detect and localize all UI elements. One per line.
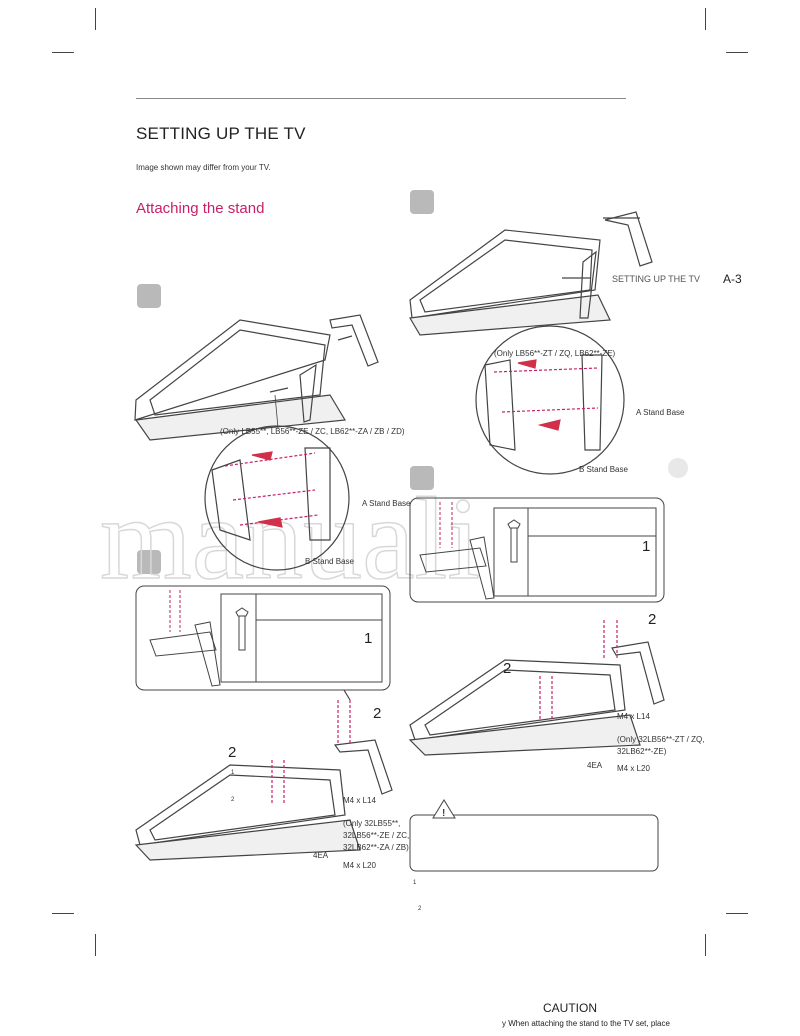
crop-mark — [52, 913, 74, 914]
left-note-line3: 32LB62**-ZA / ZB) — [343, 843, 409, 852]
crop-mark — [705, 934, 706, 956]
crop-mark — [52, 52, 74, 53]
left-note-line1: (Only 32LB55**, — [343, 819, 401, 828]
left-screw-2: M4 x L20 — [343, 861, 376, 870]
caution-title: CAUTION — [543, 1001, 597, 1015]
left-small-1: 1 — [231, 770, 235, 776]
step-badge — [410, 190, 434, 214]
tv-step1-illustration — [134, 314, 379, 441]
caution-box — [409, 799, 659, 872]
step1-leader — [274, 394, 279, 429]
tv-right-assembly — [408, 620, 665, 756]
tv-left-assembly — [134, 689, 393, 861]
step2-label-a: A Stand Base — [636, 408, 685, 417]
left-small-2: 2 — [231, 797, 235, 803]
right-qty: 4EA — [587, 761, 603, 770]
watermark-dot — [668, 458, 688, 478]
left-qty: 4EA — [313, 851, 329, 860]
right-step-num-1: 1 — [642, 538, 651, 555]
left-step-num-2b: 2 — [228, 744, 237, 761]
right-step-num-2a: 2 — [648, 611, 657, 628]
left-note-line2: 32LB56**-ZE / ZC, — [343, 831, 410, 840]
step2-label-b: B Stand Base — [579, 465, 628, 474]
step1-detail-circle — [204, 425, 350, 571]
left-step-num-1: 1 — [364, 630, 373, 647]
tv-step2-illustration — [409, 211, 653, 336]
header-rule — [136, 98, 626, 99]
left-step-num-2a: 2 — [373, 705, 382, 722]
side-header: SETTING UP THE TV — [612, 274, 701, 284]
step1-model-note: (Only LB55**, LB56**-ZE / ZC, LB62**-ZA … — [220, 427, 405, 436]
left-assembly-box — [135, 585, 391, 691]
caution-text: y When attaching the stand to the TV set… — [502, 1019, 670, 1028]
right-note-line1: (Only 32LB56**-ZT / ZQ, — [617, 735, 705, 744]
footer-mark-2: 2 — [418, 906, 422, 912]
crop-mark — [95, 934, 96, 956]
step-badge — [137, 284, 161, 308]
section-title: Attaching the stand — [136, 200, 265, 217]
left-screw-1: M4 x L14 — [343, 796, 376, 805]
right-screw-2: M4 x L20 — [617, 764, 650, 773]
step2-model-note: (Only LB56**-ZT / ZQ, LB62**-ZE) — [494, 349, 616, 358]
crop-mark — [726, 913, 748, 914]
right-screw-1: M4 x L14 — [617, 712, 650, 721]
step2-detail-circle — [475, 325, 625, 475]
crop-mark — [726, 52, 748, 53]
crop-mark — [95, 8, 96, 30]
footer-mark-1: 1 — [413, 880, 417, 886]
right-step-num-2b: 2 — [503, 660, 512, 677]
warning-icon: ! — [442, 808, 445, 819]
step1-label-b: B Stand Base — [305, 557, 354, 566]
step-badge — [137, 550, 161, 574]
right-assembly-box — [409, 497, 665, 603]
page-number: A-3 — [723, 272, 742, 286]
watermark: manuali — [100, 473, 480, 604]
page-title: SETTING UP THE TV — [136, 124, 306, 143]
page-subtitle: Image shown may differ from your TV. — [136, 163, 271, 172]
right-note-line2: 32LB62**-ZE) — [617, 747, 667, 756]
step1-label-a: A Stand Base — [362, 499, 411, 508]
step-badge — [410, 466, 434, 490]
crop-mark — [705, 8, 706, 30]
